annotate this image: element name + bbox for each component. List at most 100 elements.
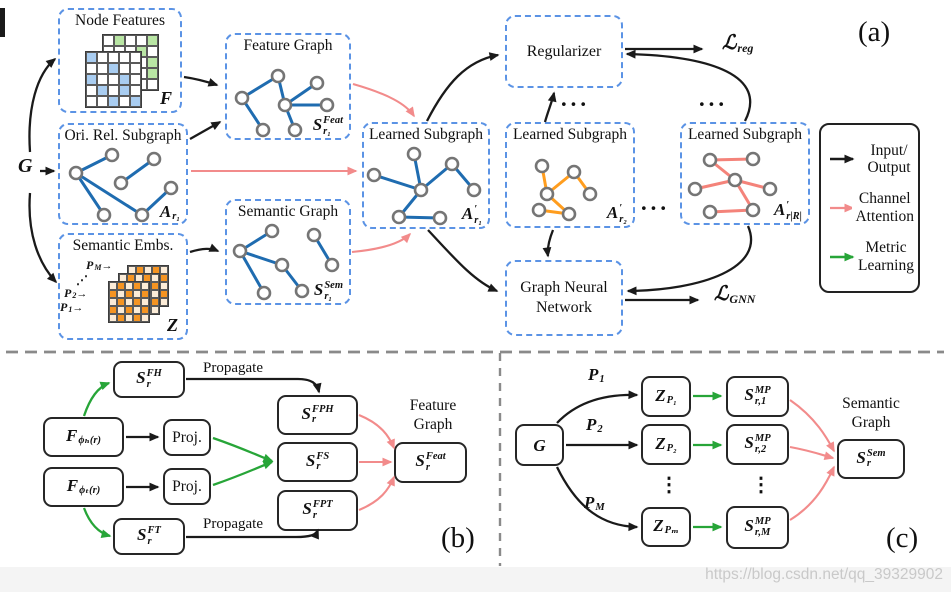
g-box: G [515,424,564,466]
learned-subgraph-2-box: Learned Subgraph A′r₂ [505,122,635,228]
right-arrow-icon: → [76,288,88,300]
arrow-learned1-to-gnn [427,229,499,293]
ellipsis-middle: ··· [640,196,670,221]
ori-rel-subgraph-title: Ori. Rel. Subgraph [64,127,182,144]
arrow-g-to-node-features [28,58,57,153]
arrow-learned3-to-gnn [626,225,753,296]
arrow-learned1-to-regularizer [425,52,500,122]
arrow-smp2-to-ssem [789,445,835,461]
panel-c-label: (c) [886,522,919,554]
semantic-graph-drawing [232,223,340,301]
arrow-semantic-graph-to-learned1 [351,232,412,254]
arrow-sfh-propagate-to-sfph [186,377,322,394]
learned-subgraph-3-title: Learned Subgraph [687,126,803,143]
panel-b-label: (b) [441,522,475,554]
bottom-strip [0,567,951,592]
regularizer-box: Regularizer [505,15,623,88]
propagate-bottom-label: Propagate [203,516,263,532]
feature-graph-title: Feature Graph [243,37,333,54]
arrow-feature-graph-to-learned1 [352,82,415,118]
channel-attention-arrow-icon [830,203,853,213]
regularizer-title: Regularizer [526,42,602,60]
panel-a-label: (a) [858,16,891,48]
gnn-box: Graph Neural Network [505,260,623,336]
semantic-embs-matrix-front [108,281,150,323]
legend-item-input-output: Input/Output [829,142,914,178]
arrow-learned2-to-gnn [542,229,555,258]
right-arrow-icon: → [101,260,113,272]
node-features-matrix-front [85,51,142,108]
arrow-learned3-to-regularizer [625,49,752,122]
graph-g-label: G [18,155,33,177]
learned-subgraph-2-label: A′r₂ [606,203,627,225]
propagate-top-label: Propagate [203,360,263,376]
node-features-symbol: F [159,88,172,108]
learned-subgraph-2-drawing [531,158,598,222]
arrow-proj2-to-sfs [212,460,274,487]
diagonal-dots: ⋰ [76,273,88,287]
metric-learning-arrow-icon [830,252,855,262]
learned-subgraph-3-drawing [687,151,778,220]
arrow-proj1-to-sfs [212,436,274,463]
learned-subgraph-1-label: A′r₁ [461,204,482,226]
feature-graph-drawing [234,68,335,138]
arrow-smpm-to-ssem [789,465,835,521]
arrow-smp1-to-ssem [789,399,835,453]
arrow-ft-to-sft [82,507,112,539]
learned-subgraph-2-title: Learned Subgraph [512,126,628,143]
s-column-vdots: ⋮ [751,474,771,496]
ori-rel-subgraph-drawing [68,147,179,223]
learned-subgraph-3-label: A′r|R| [773,200,802,222]
arrow-fh-to-sfh [82,381,111,417]
legend-label-input-output: Input/Output [867,141,911,177]
proj-2-box: Proj. [163,468,211,505]
proj-1-box: Proj. [163,419,211,456]
z-column-vdots: ⋮ [659,474,679,496]
learned-subgraph-1-drawing [366,146,482,226]
arrow-semantic-embs-to-semantic-graph [189,243,220,254]
right-arrow-icon: → [72,302,84,314]
learned-subgraph-3-box: Learned Subgraph A′r|R| [680,122,810,225]
gnn-title-line1: Graph Neural [520,279,608,296]
input-output-arrow-icon [830,154,855,164]
watermark-text: https://blog.csdn.net/qq_39329902 [705,566,943,583]
arrow-learned2-to-regularizer [543,91,557,123]
node-features-box: Node Features F [58,8,182,113]
semantic-graph-title: Semantic Graph [237,203,339,220]
arrow-node-features-to-feature-graph [183,75,219,87]
arrow-sfph-to-sfeat [358,414,395,450]
arrow-g-to-semantic-embs [28,192,58,284]
learned-subgraph-1-title: Learned Subgraph [368,126,484,143]
